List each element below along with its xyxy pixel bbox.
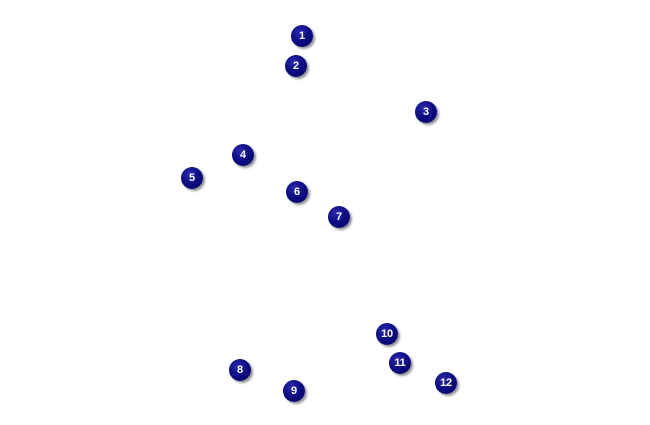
marker-6[interactable]: 6 xyxy=(286,181,308,203)
marker-label: 1 xyxy=(299,29,305,42)
marker-label: 6 xyxy=(294,185,300,198)
marker-2[interactable]: 2 xyxy=(285,55,307,77)
marker-label: 11 xyxy=(394,356,406,369)
marker-8[interactable]: 8 xyxy=(229,359,251,381)
marker-7[interactable]: 7 xyxy=(328,206,350,228)
marker-3[interactable]: 3 xyxy=(415,101,437,123)
marker-label: 10 xyxy=(381,327,393,340)
marker-label: 12 xyxy=(440,376,452,389)
marker-1[interactable]: 1 xyxy=(291,25,313,47)
marker-label: 4 xyxy=(240,148,246,161)
marker-10[interactable]: 10 xyxy=(376,323,398,345)
marker-12[interactable]: 12 xyxy=(435,372,457,394)
marker-9[interactable]: 9 xyxy=(283,380,305,402)
marker-label: 8 xyxy=(237,363,243,376)
marker-label: 5 xyxy=(189,171,195,184)
marker-label: 9 xyxy=(291,384,297,397)
marker-4[interactable]: 4 xyxy=(232,144,254,166)
marker-11[interactable]: 11 xyxy=(389,352,411,374)
marker-label: 7 xyxy=(336,210,342,223)
marker-label: 2 xyxy=(293,59,299,72)
marker-label: 3 xyxy=(423,105,429,118)
marker-5[interactable]: 5 xyxy=(181,167,203,189)
